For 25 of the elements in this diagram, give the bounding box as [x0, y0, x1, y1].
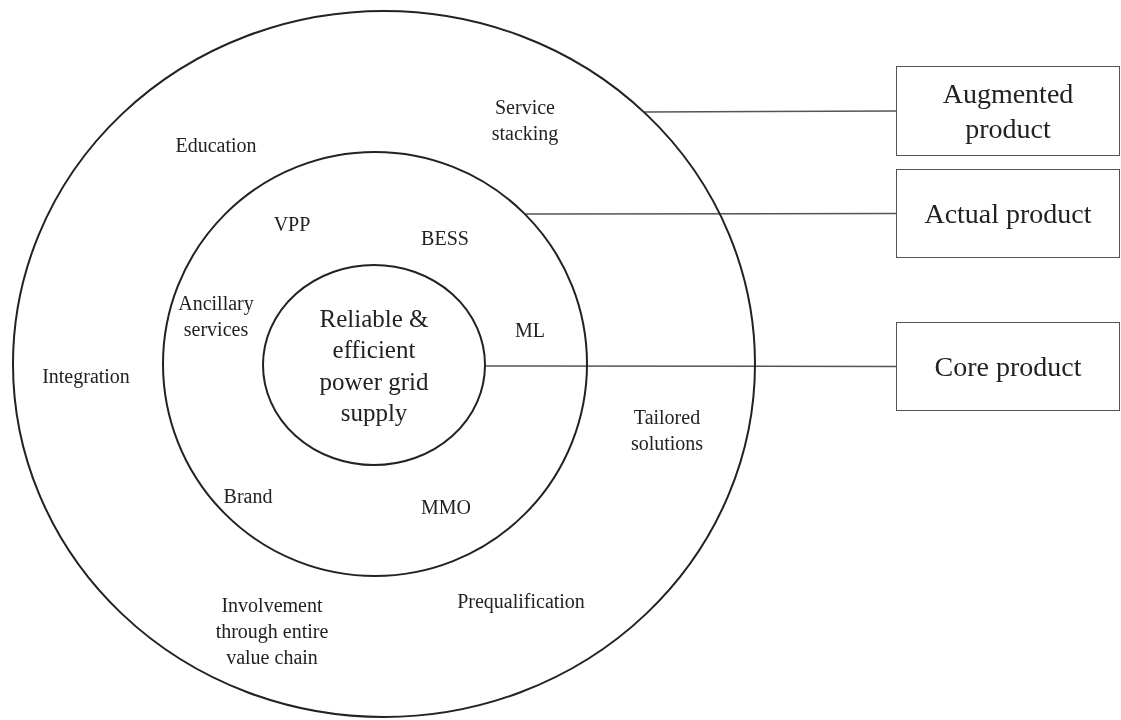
connector-line	[643, 110, 897, 113]
ring-label: Ancillary services	[177, 291, 255, 342]
product-box	[896, 169, 1120, 258]
ring-label: ML	[515, 318, 545, 343]
ring-label: MMO	[421, 495, 471, 520]
box-text: Augmented product	[941, 77, 1075, 146]
ring-circle	[12, 10, 756, 718]
ring-label: BESS	[421, 226, 469, 251]
ring-label: Service stacking	[490, 95, 560, 146]
connector-line	[524, 212, 897, 215]
ring-label: Involvement through entire value chain	[214, 593, 330, 670]
box-text: Core product	[934, 350, 1082, 384]
core-text: Reliable & efficient power grid supply	[318, 303, 430, 428]
ring-label: Education	[175, 133, 257, 158]
ring-label: VPP	[273, 212, 311, 237]
core-circle	[262, 264, 486, 466]
product-box	[896, 322, 1120, 411]
product-box	[896, 66, 1120, 156]
ring-label: Prequalification	[457, 589, 585, 614]
ring-label: Integration	[42, 364, 130, 389]
box-text: Actual product	[924, 197, 1092, 231]
ring-label: Tailored solutions	[629, 405, 705, 456]
connector-line	[484, 365, 897, 368]
ring-circle	[162, 151, 588, 577]
ring-label: Brand	[223, 484, 273, 509]
